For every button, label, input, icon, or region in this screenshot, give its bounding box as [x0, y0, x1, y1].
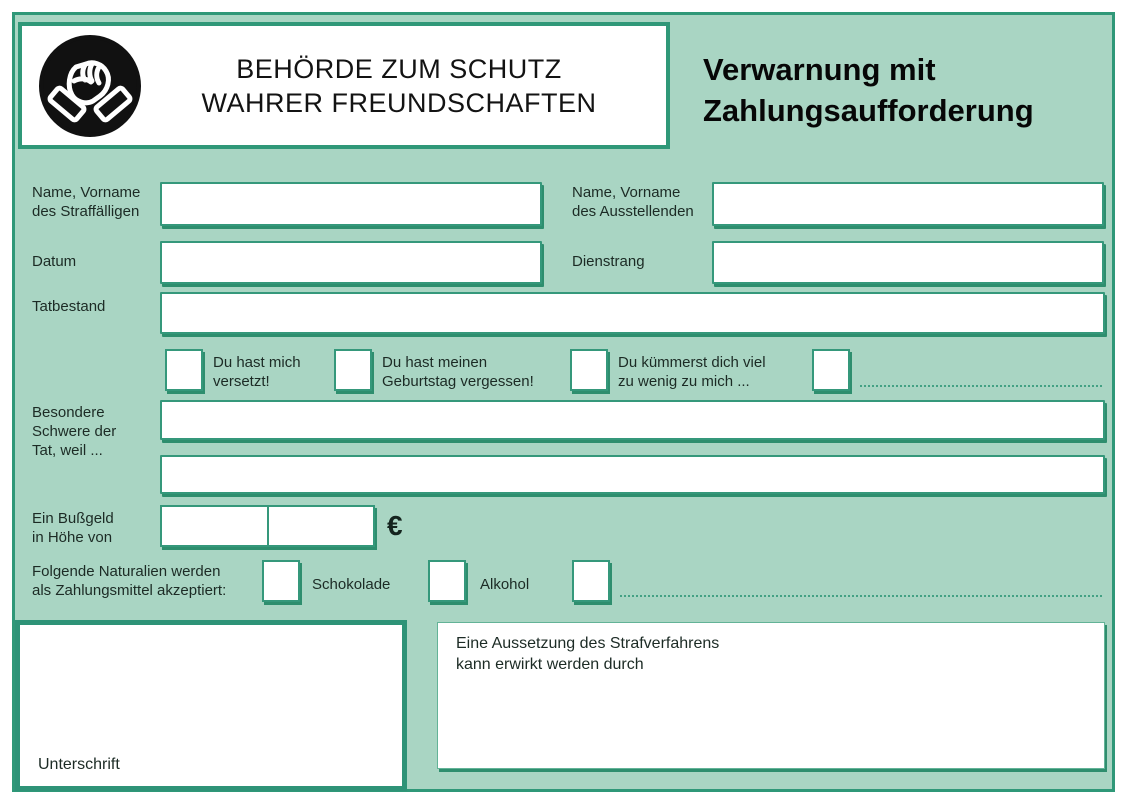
checkbox-chocolate-label: Schokolade: [312, 576, 391, 593]
checkbox-too-little-care[interactable]: [570, 349, 608, 391]
offender-name-label: Name, Vorname des Straffälligen: [32, 184, 141, 220]
suspension-caption: Eine Aussetzung des Strafverfahrens kann…: [456, 635, 720, 673]
fine-label: Ein Bußgeld in Höhe von: [32, 510, 114, 546]
signature-box[interactable]: Unterschrift: [15, 620, 407, 791]
agency-name-line1: BEHÖRDE ZUM SCHUTZ: [236, 53, 562, 84]
euro-symbol: €: [387, 510, 403, 541]
checkbox-alcohol-label: Alkohol: [480, 576, 530, 593]
handshake-icon: [38, 34, 142, 138]
offense-label: Tatbestand: [32, 298, 106, 315]
rank-input[interactable]: [712, 241, 1104, 284]
agency-name-line2: WAHRER FREUNDSCHAFTEN: [201, 87, 597, 118]
fine-box-divider: [266, 507, 269, 545]
offender-name-input[interactable]: [160, 182, 542, 226]
rank-label: Dienstrang: [572, 253, 645, 270]
issuer-name-input[interactable]: [712, 182, 1104, 226]
severity-input-1[interactable]: [160, 400, 1105, 440]
checkbox-chocolate[interactable]: [262, 560, 300, 602]
checkbox-forgot-birthday[interactable]: [334, 349, 372, 391]
checkbox-other-payment[interactable]: [572, 560, 610, 602]
checkbox-other-offense[interactable]: [812, 349, 850, 391]
checkbox-alcohol[interactable]: [428, 560, 466, 602]
fine-amount-fraction-input[interactable]: [269, 507, 374, 545]
warning-form-card: BEHÖRDE ZUM SCHUTZ WAHRER FREUNDSCHAFTEN…: [12, 12, 1115, 792]
date-label: Datum: [32, 253, 77, 270]
suspension-box[interactable]: Eine Aussetzung des Strafverfahrens kann…: [437, 622, 1105, 769]
form-title-line1: Verwarnung mit: [703, 52, 936, 87]
form-title: Verwarnung mit Zahlungsaufforderung: [703, 49, 1034, 131]
checkbox-stood-up-label: Du hast mich versetzt!: [213, 354, 301, 390]
other-offense-write-in-line[interactable]: [860, 385, 1102, 387]
fine-amount-box: [160, 505, 375, 547]
agency-name: BEHÖRDE ZUM SCHUTZ WAHRER FREUNDSCHAFTEN: [142, 52, 666, 120]
severity-label: Besondere Schwere der Tat, weil ...: [32, 404, 117, 459]
date-input[interactable]: [160, 241, 542, 284]
checkbox-too-little-care-label: Du kümmerst dich viel zu wenig zu mich .…: [618, 354, 766, 390]
other-payment-write-in-line[interactable]: [620, 595, 1102, 597]
issuer-name-label: Name, Vorname des Ausstellenden: [572, 184, 694, 220]
signature-label: Unterschrift: [38, 756, 120, 773]
form-title-line2: Zahlungsaufforderung: [703, 93, 1034, 128]
severity-input-2[interactable]: [160, 455, 1105, 494]
fine-amount-whole-input[interactable]: [162, 507, 267, 545]
offense-input[interactable]: [160, 292, 1105, 334]
checkbox-forgot-birthday-label: Du hast meinen Geburtstag vergessen!: [382, 354, 534, 390]
payment-label: Folgende Naturalien werden als Zahlungsm…: [32, 563, 227, 599]
checkbox-stood-up[interactable]: [165, 349, 203, 391]
agency-header-box: BEHÖRDE ZUM SCHUTZ WAHRER FREUNDSCHAFTEN: [18, 22, 670, 149]
